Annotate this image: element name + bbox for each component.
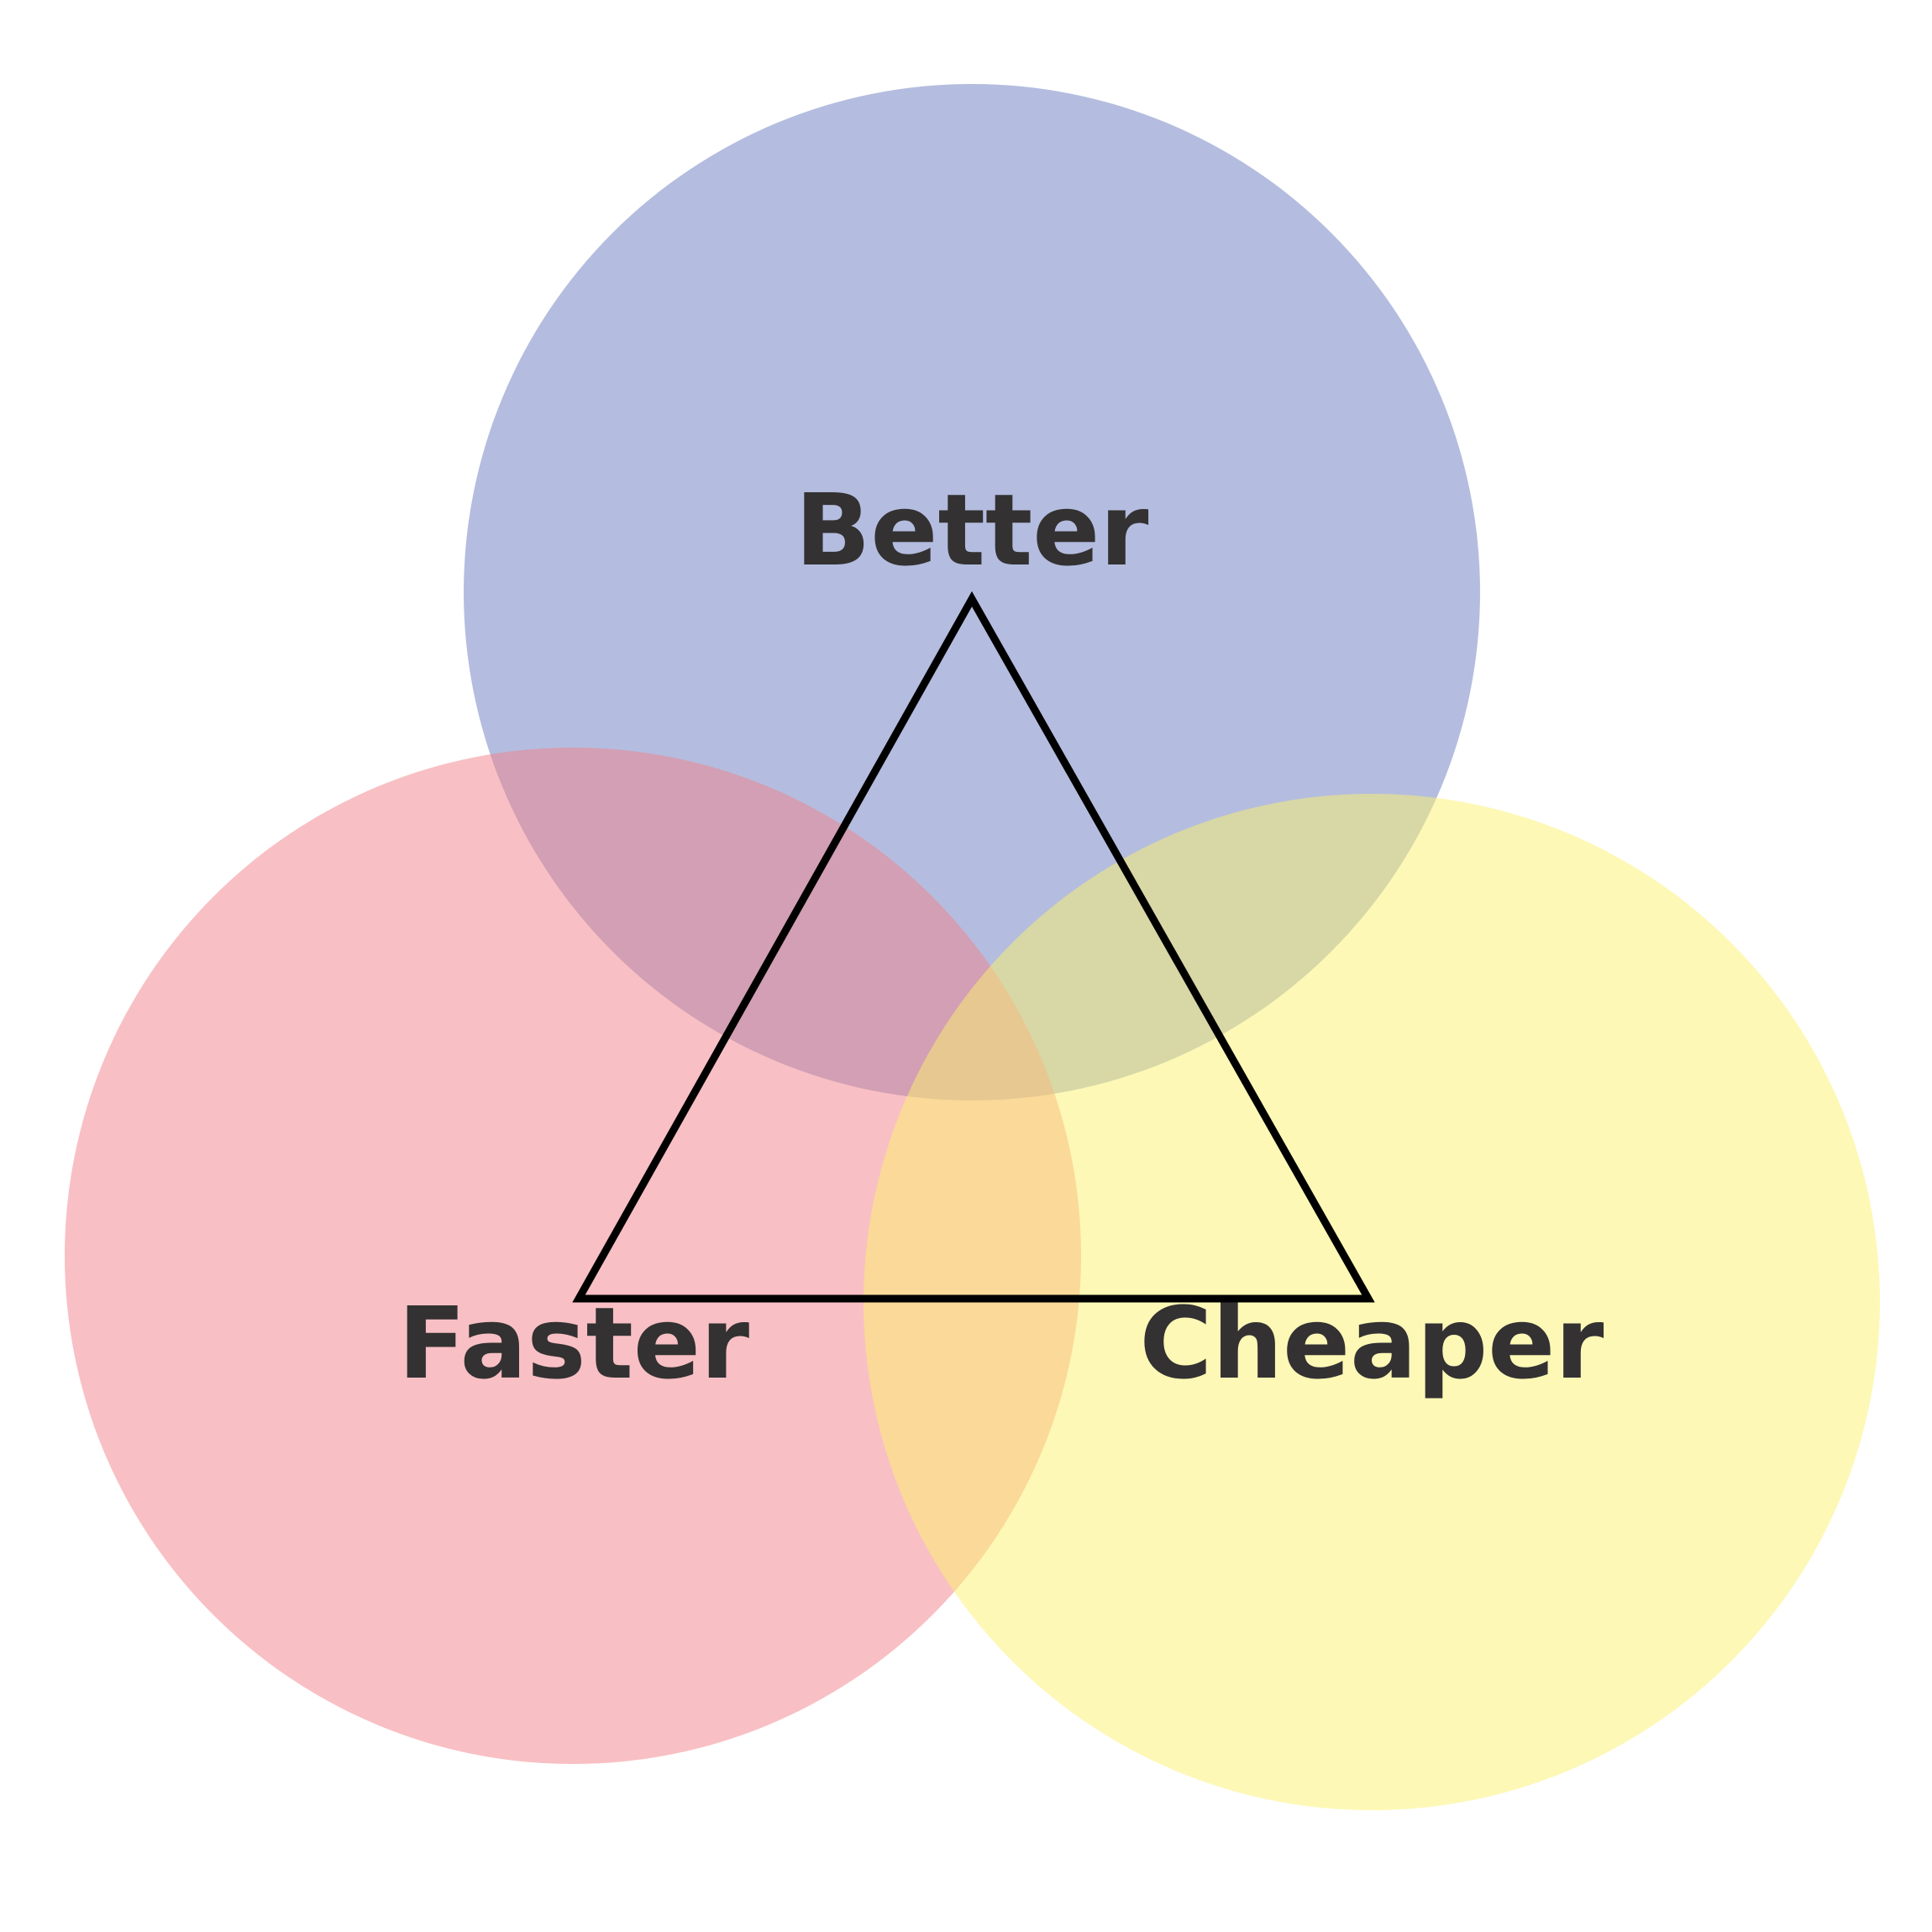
tradeoff-triangle: [572, 591, 1375, 1303]
circle-faster: [65, 748, 1081, 1764]
label-cheaper: Cheaper: [1140, 1285, 1604, 1401]
label-faster: Faster: [398, 1285, 749, 1401]
label-better: Better: [795, 472, 1148, 588]
